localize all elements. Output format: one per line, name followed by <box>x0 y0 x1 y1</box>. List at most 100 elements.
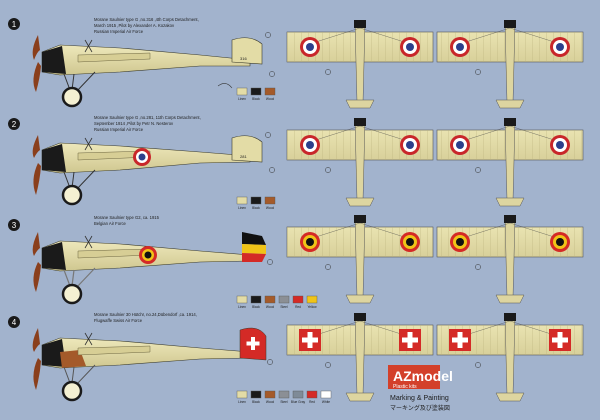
tailplane <box>495 392 525 402</box>
wheel <box>61 380 83 402</box>
caption-line: Flugwaffe Swiss Air Force <box>94 318 143 323</box>
swiss-cross <box>302 337 318 343</box>
cowling-plan <box>354 215 366 223</box>
color-swatch <box>320 390 332 399</box>
color-swatch-label: Black <box>252 97 260 101</box>
color-swatch <box>292 295 304 304</box>
callout-marker <box>269 71 275 77</box>
color-swatch <box>250 390 262 399</box>
color-swatch-label: Red <box>295 305 301 309</box>
propeller-blade <box>33 163 41 195</box>
undercarriage <box>63 364 96 386</box>
propeller-blade <box>32 135 40 158</box>
tailplane <box>345 392 375 402</box>
roundel-blue <box>456 43 464 51</box>
callout-marker <box>265 132 271 138</box>
caption-2: Morane Saulnier type G ,no.281, 11th Cor… <box>94 115 201 132</box>
callout-marker <box>325 167 331 173</box>
rudder <box>231 37 263 65</box>
scheme-number: 1 <box>12 20 17 29</box>
swiss-cross <box>452 337 468 343</box>
callout-marker <box>475 167 481 173</box>
cabane-struts <box>84 39 93 53</box>
engine-cowling <box>42 339 66 367</box>
roundel-blue <box>456 141 464 149</box>
propeller-blade <box>33 358 41 390</box>
plan-view-aircraft <box>286 215 434 304</box>
plan-view-aircraft <box>286 313 434 402</box>
engine-cowling <box>42 242 66 270</box>
caption-line: Morane Saulnier type G ,no.316 ,4th Corp… <box>94 17 199 22</box>
wheel <box>61 184 83 206</box>
caption-line: March 1915 ,Pilot by Alexander A. Kozako… <box>94 23 175 28</box>
rudder-swiss-cross <box>239 327 267 361</box>
plan-views <box>286 20 584 402</box>
wing-profile <box>77 345 151 356</box>
color-swatch <box>264 390 276 399</box>
wheel <box>61 86 83 108</box>
roundel-blue <box>406 43 414 51</box>
caption-1: Morane Saulnier type G ,no.316 ,4th Corp… <box>94 17 199 34</box>
plan-view-aircraft <box>286 20 434 109</box>
plan-view-aircraft <box>436 215 584 304</box>
color-swatch <box>236 196 248 205</box>
fuselage-plan <box>354 21 366 103</box>
fuselage-plan <box>354 314 366 396</box>
roundel-blue <box>556 43 564 51</box>
color-swatch-label: Steel <box>280 400 288 404</box>
cowling-plan <box>504 118 516 126</box>
scheme-number-badge <box>8 219 20 231</box>
footer-title: Marking & Painting <box>390 395 449 402</box>
color-swatch-label: Yellow <box>307 305 317 309</box>
profile-3: 3 Morane Saulnier type G2, ca. 1915 Belg… <box>8 215 273 305</box>
caption-line: Belgian Air Force <box>94 221 127 226</box>
serial-marking: 281 <box>240 154 247 159</box>
color-swatch <box>306 295 318 304</box>
callout-marker <box>265 32 271 38</box>
fuselage-plan <box>504 119 516 201</box>
roundel-blue <box>138 153 146 161</box>
roundel-blue <box>406 141 414 149</box>
color-swatch <box>250 196 262 205</box>
scheme-number: 4 <box>12 318 17 327</box>
cowling-plan <box>354 313 366 321</box>
fuselage-plan <box>504 21 516 103</box>
wing-profile <box>77 52 151 63</box>
rudder <box>231 135 263 163</box>
color-swatch-label: Linen <box>238 400 246 404</box>
cockade-black <box>306 238 314 246</box>
callout-marker <box>325 69 331 75</box>
color-swatch-label: Red <box>309 400 315 404</box>
propeller-blade <box>33 262 41 292</box>
logo-brand: AZmodel <box>393 368 453 384</box>
engine-cowling <box>42 144 66 172</box>
fuselage-plan <box>504 314 516 396</box>
color-swatch <box>292 390 304 399</box>
plan-view-aircraft <box>436 313 584 402</box>
cockade-black <box>406 238 414 246</box>
color-swatch-label: Wood <box>266 305 274 309</box>
color-swatch-label: Linen <box>238 206 246 210</box>
plan-view-aircraft <box>286 118 434 207</box>
color-swatch <box>250 87 262 96</box>
roundel-blue <box>306 43 314 51</box>
rudder-belgian-flag <box>242 232 266 262</box>
cabane-struts <box>84 137 93 151</box>
plan-view-aircraft <box>436 118 584 207</box>
color-swatch <box>278 390 290 399</box>
cabane-struts <box>84 332 93 346</box>
tailplane <box>345 197 375 207</box>
plan-view-aircraft <box>436 20 584 109</box>
color-swatch-label: Black <box>252 400 260 404</box>
color-swatch-label: Black <box>252 305 260 309</box>
propeller-blade <box>32 232 40 256</box>
callout-marker <box>269 167 275 173</box>
callout-marker <box>475 362 481 368</box>
color-swatch <box>236 87 248 96</box>
color-swatch <box>306 390 318 399</box>
color-swatch <box>264 196 276 205</box>
color-swatch <box>264 295 276 304</box>
